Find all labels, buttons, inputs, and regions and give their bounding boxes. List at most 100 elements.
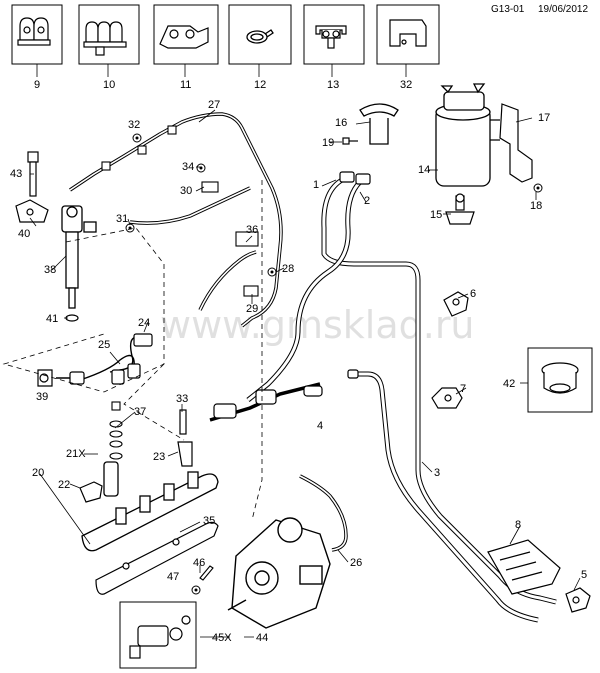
- thumb-label-13: 13: [327, 79, 339, 91]
- thumb-label-10: 10: [103, 79, 115, 91]
- callout-35: 35: [203, 515, 215, 527]
- nut-47[interactable]: [191, 585, 201, 595]
- callout-3: 3: [434, 467, 440, 479]
- callout-33: 33: [176, 393, 188, 405]
- clamp-40[interactable]: [15, 199, 49, 223]
- line-connectors[interactable]: [339, 171, 371, 379]
- callout-39: 39: [36, 391, 48, 403]
- callout-45x: 45X: [212, 632, 232, 644]
- clip-6[interactable]: [443, 291, 469, 317]
- leader-lines: [29, 109, 581, 591]
- filter-clamp-band[interactable]: [359, 103, 399, 145]
- fuel-line-3-inner: [352, 372, 539, 622]
- heat-shield-icon: [389, 19, 427, 47]
- callout-14: 14: [418, 164, 430, 176]
- callout-26: 26: [350, 557, 362, 569]
- thumb-label-32: 32: [400, 79, 412, 91]
- callout-22: 22: [58, 479, 70, 491]
- bracket-22[interactable]: [79, 481, 103, 503]
- callout-labels: 27 32 16 19 17 14 43 34 30 1 2 18 15 40 …: [10, 99, 587, 644]
- nut-34[interactable]: [196, 163, 206, 173]
- pipe-holder-icon: [315, 25, 347, 49]
- hose-clamp-icon: [246, 29, 274, 44]
- grommet-inset[interactable]: [527, 347, 593, 413]
- sensor-connectors[interactable]: [37, 333, 153, 387]
- filter-mount-bracket[interactable]: [499, 103, 533, 183]
- pipe-clips[interactable]: [101, 125, 259, 297]
- bracket-clip-icon: [159, 25, 209, 49]
- callout-47: 47: [167, 571, 179, 583]
- double-clip-icon: [17, 17, 51, 46]
- callout-32: 32: [128, 119, 140, 131]
- watermark-text: www.gmsklad.ru: [160, 303, 475, 347]
- callout-21x: 21X: [66, 448, 86, 460]
- callout-43: 43: [10, 168, 22, 180]
- callout-23: 23: [153, 451, 165, 463]
- bolt-43[interactable]: [27, 151, 39, 197]
- stud-46[interactable]: [199, 565, 214, 581]
- triple-clip-icon: [83, 21, 127, 56]
- thumbnail-9[interactable]: [11, 4, 63, 65]
- thumbnail-10[interactable]: [78, 4, 140, 65]
- bracket-23[interactable]: [177, 409, 193, 467]
- fuel-filter[interactable]: [435, 83, 500, 187]
- callout-17: 17: [538, 112, 550, 124]
- injector[interactable]: [61, 205, 97, 309]
- water-sensor[interactable]: [445, 193, 475, 225]
- callout-24: 24: [138, 317, 150, 329]
- clip-8[interactable]: [487, 539, 561, 595]
- callout-42: 42: [503, 378, 515, 390]
- callout-31: 31: [116, 213, 128, 225]
- fuel-rail[interactable]: [81, 461, 219, 552]
- pump-connector-4[interactable]: [209, 382, 323, 422]
- callout-34: 34: [182, 161, 194, 173]
- callout-46: 46: [193, 557, 205, 569]
- thumbnail-13[interactable]: [303, 4, 365, 65]
- callout-28: 28: [282, 263, 294, 275]
- callout-38: 38: [44, 264, 56, 276]
- callout-29: 29: [246, 303, 258, 315]
- callout-37: 37: [134, 406, 146, 418]
- clip-32-small[interactable]: [132, 133, 142, 143]
- injection-pump[interactable]: [227, 517, 331, 629]
- thumbnail-32[interactable]: [376, 4, 440, 65]
- callout-1: 1: [313, 179, 319, 191]
- callout-36: 36: [246, 224, 258, 236]
- callout-19: 19: [322, 137, 334, 149]
- thumbnail-12[interactable]: [228, 4, 292, 65]
- pressure-valve-inset[interactable]: [119, 601, 197, 669]
- bolt-19[interactable]: [342, 137, 358, 145]
- callout-8: 8: [515, 519, 521, 531]
- callout-16: 16: [335, 117, 347, 129]
- clip-5[interactable]: [565, 587, 591, 613]
- clamp-28[interactable]: [267, 267, 277, 277]
- diagram-date: 19/06/2012: [538, 4, 589, 15]
- seals-21x[interactable]: [109, 401, 123, 460]
- callout-4: 4: [317, 420, 323, 432]
- pump-pipe-26-inner: [299, 475, 347, 551]
- callout-30: 30: [180, 185, 192, 197]
- diagram-code: G13-01: [491, 4, 525, 15]
- callout-5: 5: [581, 569, 587, 581]
- thumbnail-11[interactable]: [153, 4, 219, 65]
- callout-6: 6: [470, 288, 476, 300]
- callout-25: 25: [98, 339, 110, 351]
- callout-44: 44: [256, 632, 268, 644]
- thumb-label-9: 9: [34, 79, 40, 91]
- callout-2: 2: [364, 195, 370, 207]
- seal-31[interactable]: [125, 223, 135, 233]
- rail-bracket-35[interactable]: [95, 521, 219, 595]
- fuel-line-2[interactable]: [246, 180, 362, 402]
- callout-40: 40: [18, 228, 30, 240]
- callout-18: 18: [530, 200, 542, 212]
- fuel-line-2-inner: [247, 180, 362, 402]
- reference-lines: [2, 180, 263, 521]
- callout-7: 7: [460, 383, 466, 395]
- callout-41: 41: [46, 313, 58, 325]
- clip-7[interactable]: [431, 387, 463, 409]
- thumb-label-11: 11: [180, 79, 191, 91]
- thumb-label-12: 12: [254, 79, 266, 91]
- nut-18[interactable]: [533, 183, 543, 193]
